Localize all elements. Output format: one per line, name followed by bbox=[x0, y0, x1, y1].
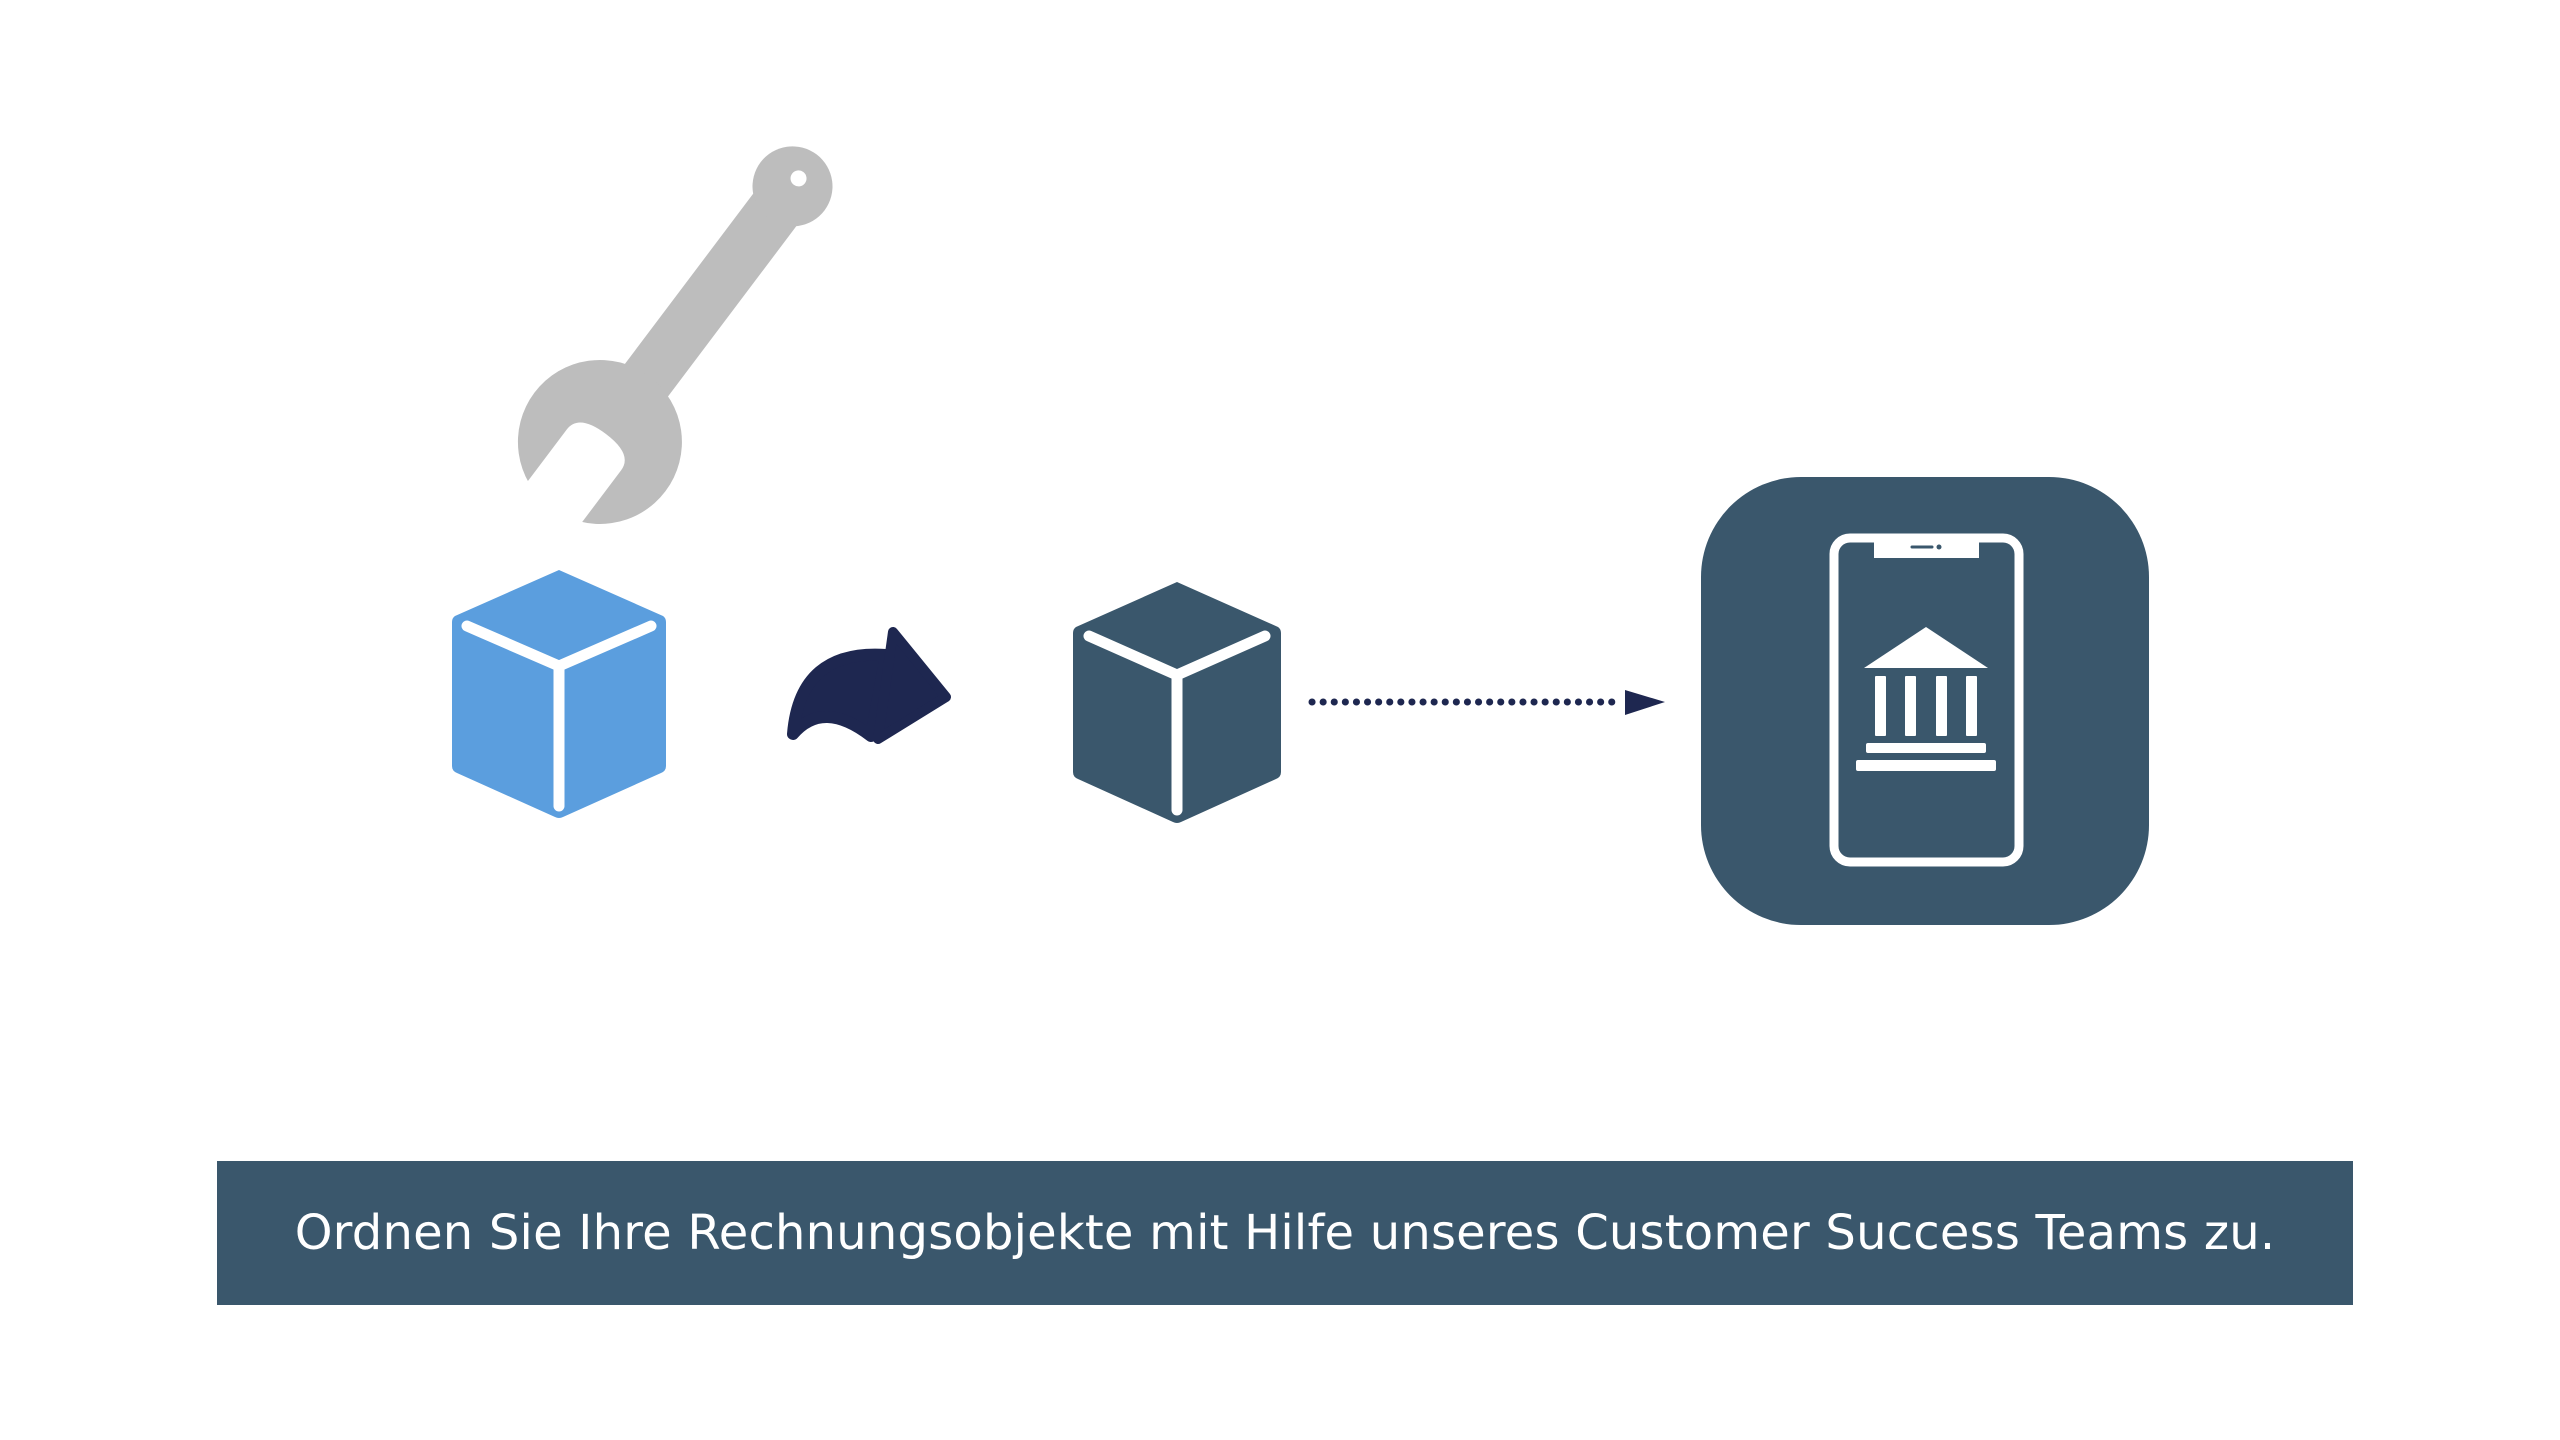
cube-icon bbox=[452, 570, 666, 818]
cube-icon bbox=[1073, 582, 1281, 823]
mobile-bank-icon bbox=[1701, 477, 2149, 925]
wrench-icon bbox=[517, 146, 833, 536]
caption-text: Ordnen Sie Ihre Rechnungsobjekte mit Hil… bbox=[294, 1205, 2276, 1261]
curved-arrow-icon bbox=[787, 627, 951, 744]
dotted-arrow-icon bbox=[1308, 690, 1665, 715]
caption-bar: Ordnen Sie Ihre Rechnungsobjekte mit Hil… bbox=[217, 1161, 2353, 1305]
